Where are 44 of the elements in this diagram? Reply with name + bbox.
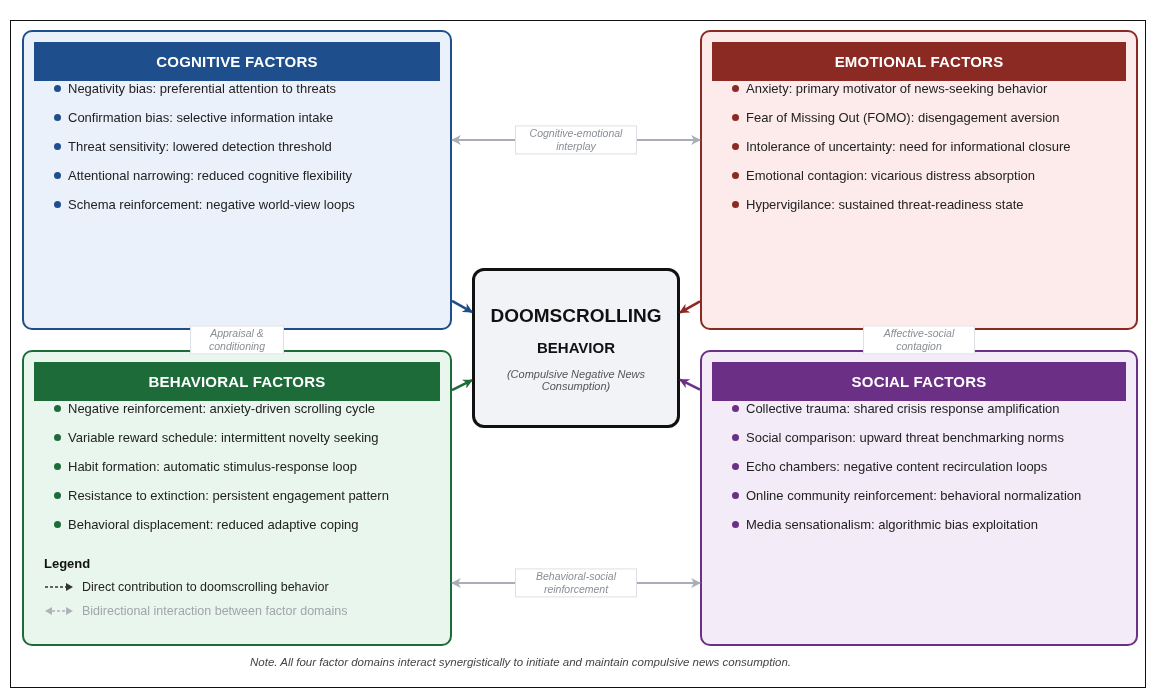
center-title: DOOMSCROLLING <box>490 304 662 327</box>
connection-label: Affective-social contagion <box>863 325 975 355</box>
arrow <box>679 378 701 391</box>
edge-label: Cognitive-emotional interplay <box>515 125 637 155</box>
factor-panel <box>22 30 452 330</box>
center-subtitle: BEHAVIOR <box>536 338 616 356</box>
bullet-item: Confirmation bias: selective information intake <box>54 110 440 125</box>
bullet-item: Emotional contagion: vicarious distress absorption <box>732 168 1126 183</box>
legend-text: Bidirectional interaction between factor domains <box>82 604 348 618</box>
bullet-item: Media sensationalism: algorithmic bias exploitation <box>732 517 1126 532</box>
bullet-item: Social comparison: upward threat benchmarking norms <box>732 430 1126 445</box>
note-caption: Note. All four factor domains interact synergistically to initiate and maintain compulsive news consumption. <box>250 656 791 668</box>
legend-title: Legend <box>44 556 91 571</box>
bullet-item: Negativity bias: preferential attention to threats <box>54 81 440 96</box>
legend-text: Direct contribution to doomscrolling behavior <box>82 580 329 594</box>
factor-panel <box>22 350 452 646</box>
edge-label: Behavioral-social reinforcement <box>515 568 637 598</box>
arrow <box>451 299 473 314</box>
factor-panel <box>700 350 1138 646</box>
bullet-item: Online community reinforcement: behavioral normalization <box>732 488 1126 503</box>
center-note: (Compulsive Negative News Consumption) <box>505 367 647 392</box>
bullet-item: Variable reward schedule: intermittent novelty seeking <box>54 430 440 445</box>
bullet-item: Intolerance of uncertainty: need for informational closure <box>732 139 1126 154</box>
bullet-item: Habit formation: automatic stimulus-response loop <box>54 459 440 474</box>
bullet-item: Hypervigilance: sustained threat-readiness state <box>732 197 1126 212</box>
bullet-item: Resistance to extinction: persistent engagement pattern <box>54 488 440 503</box>
panel-header: BEHAVIORAL FACTORS <box>34 362 440 401</box>
bullet-item: Schema reinforcement: negative world-view loops <box>54 197 440 212</box>
bullet-item: Fear of Missing Out (FOMO): disengagement aversion <box>732 110 1126 125</box>
bullet-item: Attentional narrowing: reduced cognitive flexibility <box>54 168 440 183</box>
arrow <box>679 300 701 314</box>
panel-header: COGNITIVE FACTORS <box>34 42 440 81</box>
bullet-item: Collective trauma: shared crisis response amplification <box>732 401 1126 416</box>
bullet-item: Echo chambers: negative content recirculation loops <box>732 459 1126 474</box>
bullet-item: Threat sensitivity: lowered detection threshold <box>54 139 440 154</box>
bullet-item: Negative reinforcement: anxiety-driven scrolling cycle <box>54 401 440 416</box>
factor-panel <box>700 30 1138 330</box>
bullet-item: Behavioral displacement: reduced adaptive coping <box>54 517 440 532</box>
panel-header: SOCIAL FACTORS <box>712 362 1126 401</box>
connection-label: Appraisal & conditioning <box>190 325 284 355</box>
arrow <box>451 378 473 392</box>
panel-header: EMOTIONAL FACTORS <box>712 42 1126 81</box>
central-box <box>472 268 680 428</box>
bullet-item: Anxiety: primary motivator of news-seeking behavior <box>732 81 1126 96</box>
